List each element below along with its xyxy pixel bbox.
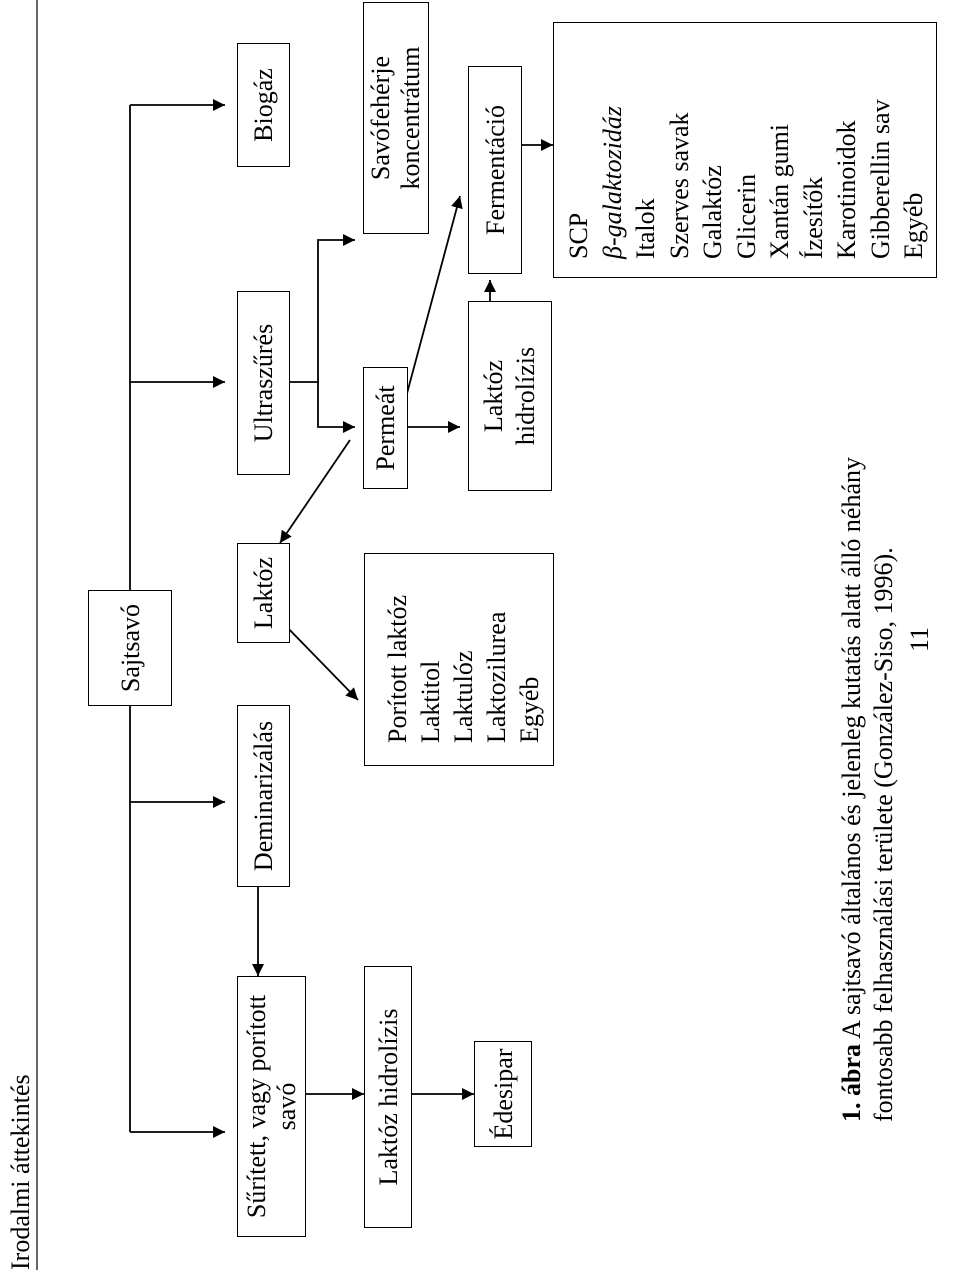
node-permeate: Permeát	[363, 367, 408, 489]
node-lactose-products: Porított laktóz Laktitol Laktulóz Laktoz…	[364, 553, 554, 766]
node-lactose-hydrolysis-perm: Laktóz hidrolízis	[468, 301, 552, 491]
arrow-lactose-to-products	[281, 621, 359, 701]
whey-protein-line: koncentrátum	[396, 46, 425, 190]
lactose-product-item: Porított laktóz	[383, 594, 412, 743]
fermentation-product-item: β-galaktozidáz	[597, 105, 627, 259]
caption-line-2: fontosabb felhasználási területe (Gonzál…	[869, 547, 898, 1122]
node-lactose: Laktóz	[237, 543, 290, 643]
page-number: 11	[905, 626, 934, 652]
fermentation-product-item: SCP	[564, 212, 593, 259]
fermentation-product-item: Egyéb	[899, 192, 928, 259]
whey-protein-line: Savófehérje	[366, 55, 395, 181]
lactose-hydrolysis-line: Laktóz	[479, 359, 508, 433]
node-whey-protein-concentrate: Savófehérje koncentrátum	[363, 2, 429, 234]
fermentation-product-item: Xantán gumi	[765, 123, 794, 259]
lactose-hydrolysis-line: hidrolízis	[511, 346, 540, 446]
caption-label: 1. ábra	[837, 1044, 866, 1122]
node-biogas: Biogáz	[237, 43, 290, 167]
lactose-product-item: Laktozilurea	[482, 611, 511, 743]
arrow-permeate-to-fermentation	[401, 195, 463, 413]
node-demineralization: Deminarizálás	[237, 705, 290, 887]
fermentation-product-item: Italok	[631, 198, 660, 259]
fermentation-product-item: Karotinoidok	[832, 120, 861, 259]
fermentation-product-item: Galaktóz	[698, 165, 727, 259]
node-confectionery: Édesipar	[474, 1041, 532, 1147]
fermentation-product-item: Szerves savak	[664, 112, 694, 259]
node-concentrated-whey: Sűrített, vagy porított savó	[237, 976, 306, 1237]
lactose-product-item: Laktulóz	[449, 650, 478, 743]
node-ultrafiltration: Ultraszűrés	[237, 291, 290, 475]
figure-caption: 1. ábra A sajtsavó általános és jelenleg…	[836, 362, 900, 1122]
node-fermentation-products: SCP β-galaktozidáz Italok Szerves savak …	[553, 22, 937, 278]
node-fermentation: Fermentáció	[468, 66, 522, 274]
fermentation-product-item: Gibberellin sav	[865, 99, 895, 259]
lactose-product-item: Egyéb	[515, 676, 544, 743]
fermentation-product-item: Ízesítők	[798, 176, 828, 259]
lactose-product-item: Laktitol	[416, 660, 445, 743]
arrow-to-whey-protein	[290, 234, 355, 383]
node-sajtsavo: Sajtsavó	[88, 590, 172, 706]
arrow-permeate-to-lactose	[279, 439, 351, 544]
node-lactose-hydrolysis-main: Laktóz hidrolízis	[364, 966, 412, 1228]
fermentation-product-item: Glicerin	[731, 173, 761, 259]
arrow-to-permeate	[317, 382, 355, 433]
caption-line-1: A sajtsavó általános és jelenleg kutatás…	[837, 457, 866, 1044]
